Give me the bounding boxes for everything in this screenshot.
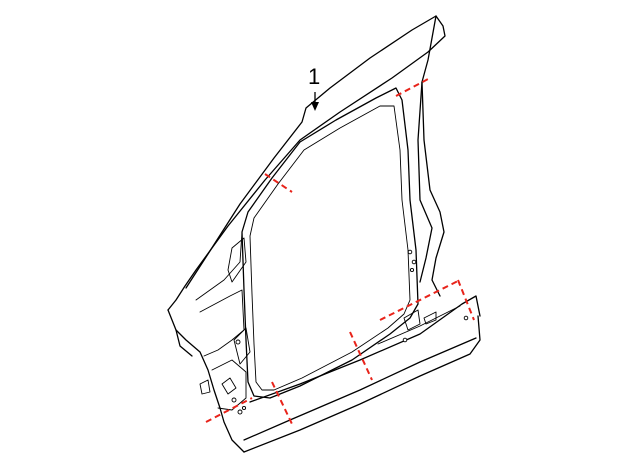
cut-line-b-pillar-lower (379, 279, 461, 321)
cut-line-sill-1 (271, 381, 293, 425)
callout-1-label: 1 (308, 64, 321, 89)
cut-line-front-sill (205, 397, 253, 423)
callout-1-arrowhead (311, 102, 319, 111)
cut-lines (205, 77, 475, 425)
cut-line-sill-2 (349, 331, 373, 381)
door-opening (241, 87, 419, 399)
front-pillar-details (195, 231, 251, 415)
panel-outline (167, 15, 481, 453)
cut-line-rear-sill (457, 279, 475, 321)
b-pillar-details (377, 249, 469, 345)
cut-line-a-pillar (264, 173, 293, 193)
cut-line-roof-rail (395, 77, 431, 97)
